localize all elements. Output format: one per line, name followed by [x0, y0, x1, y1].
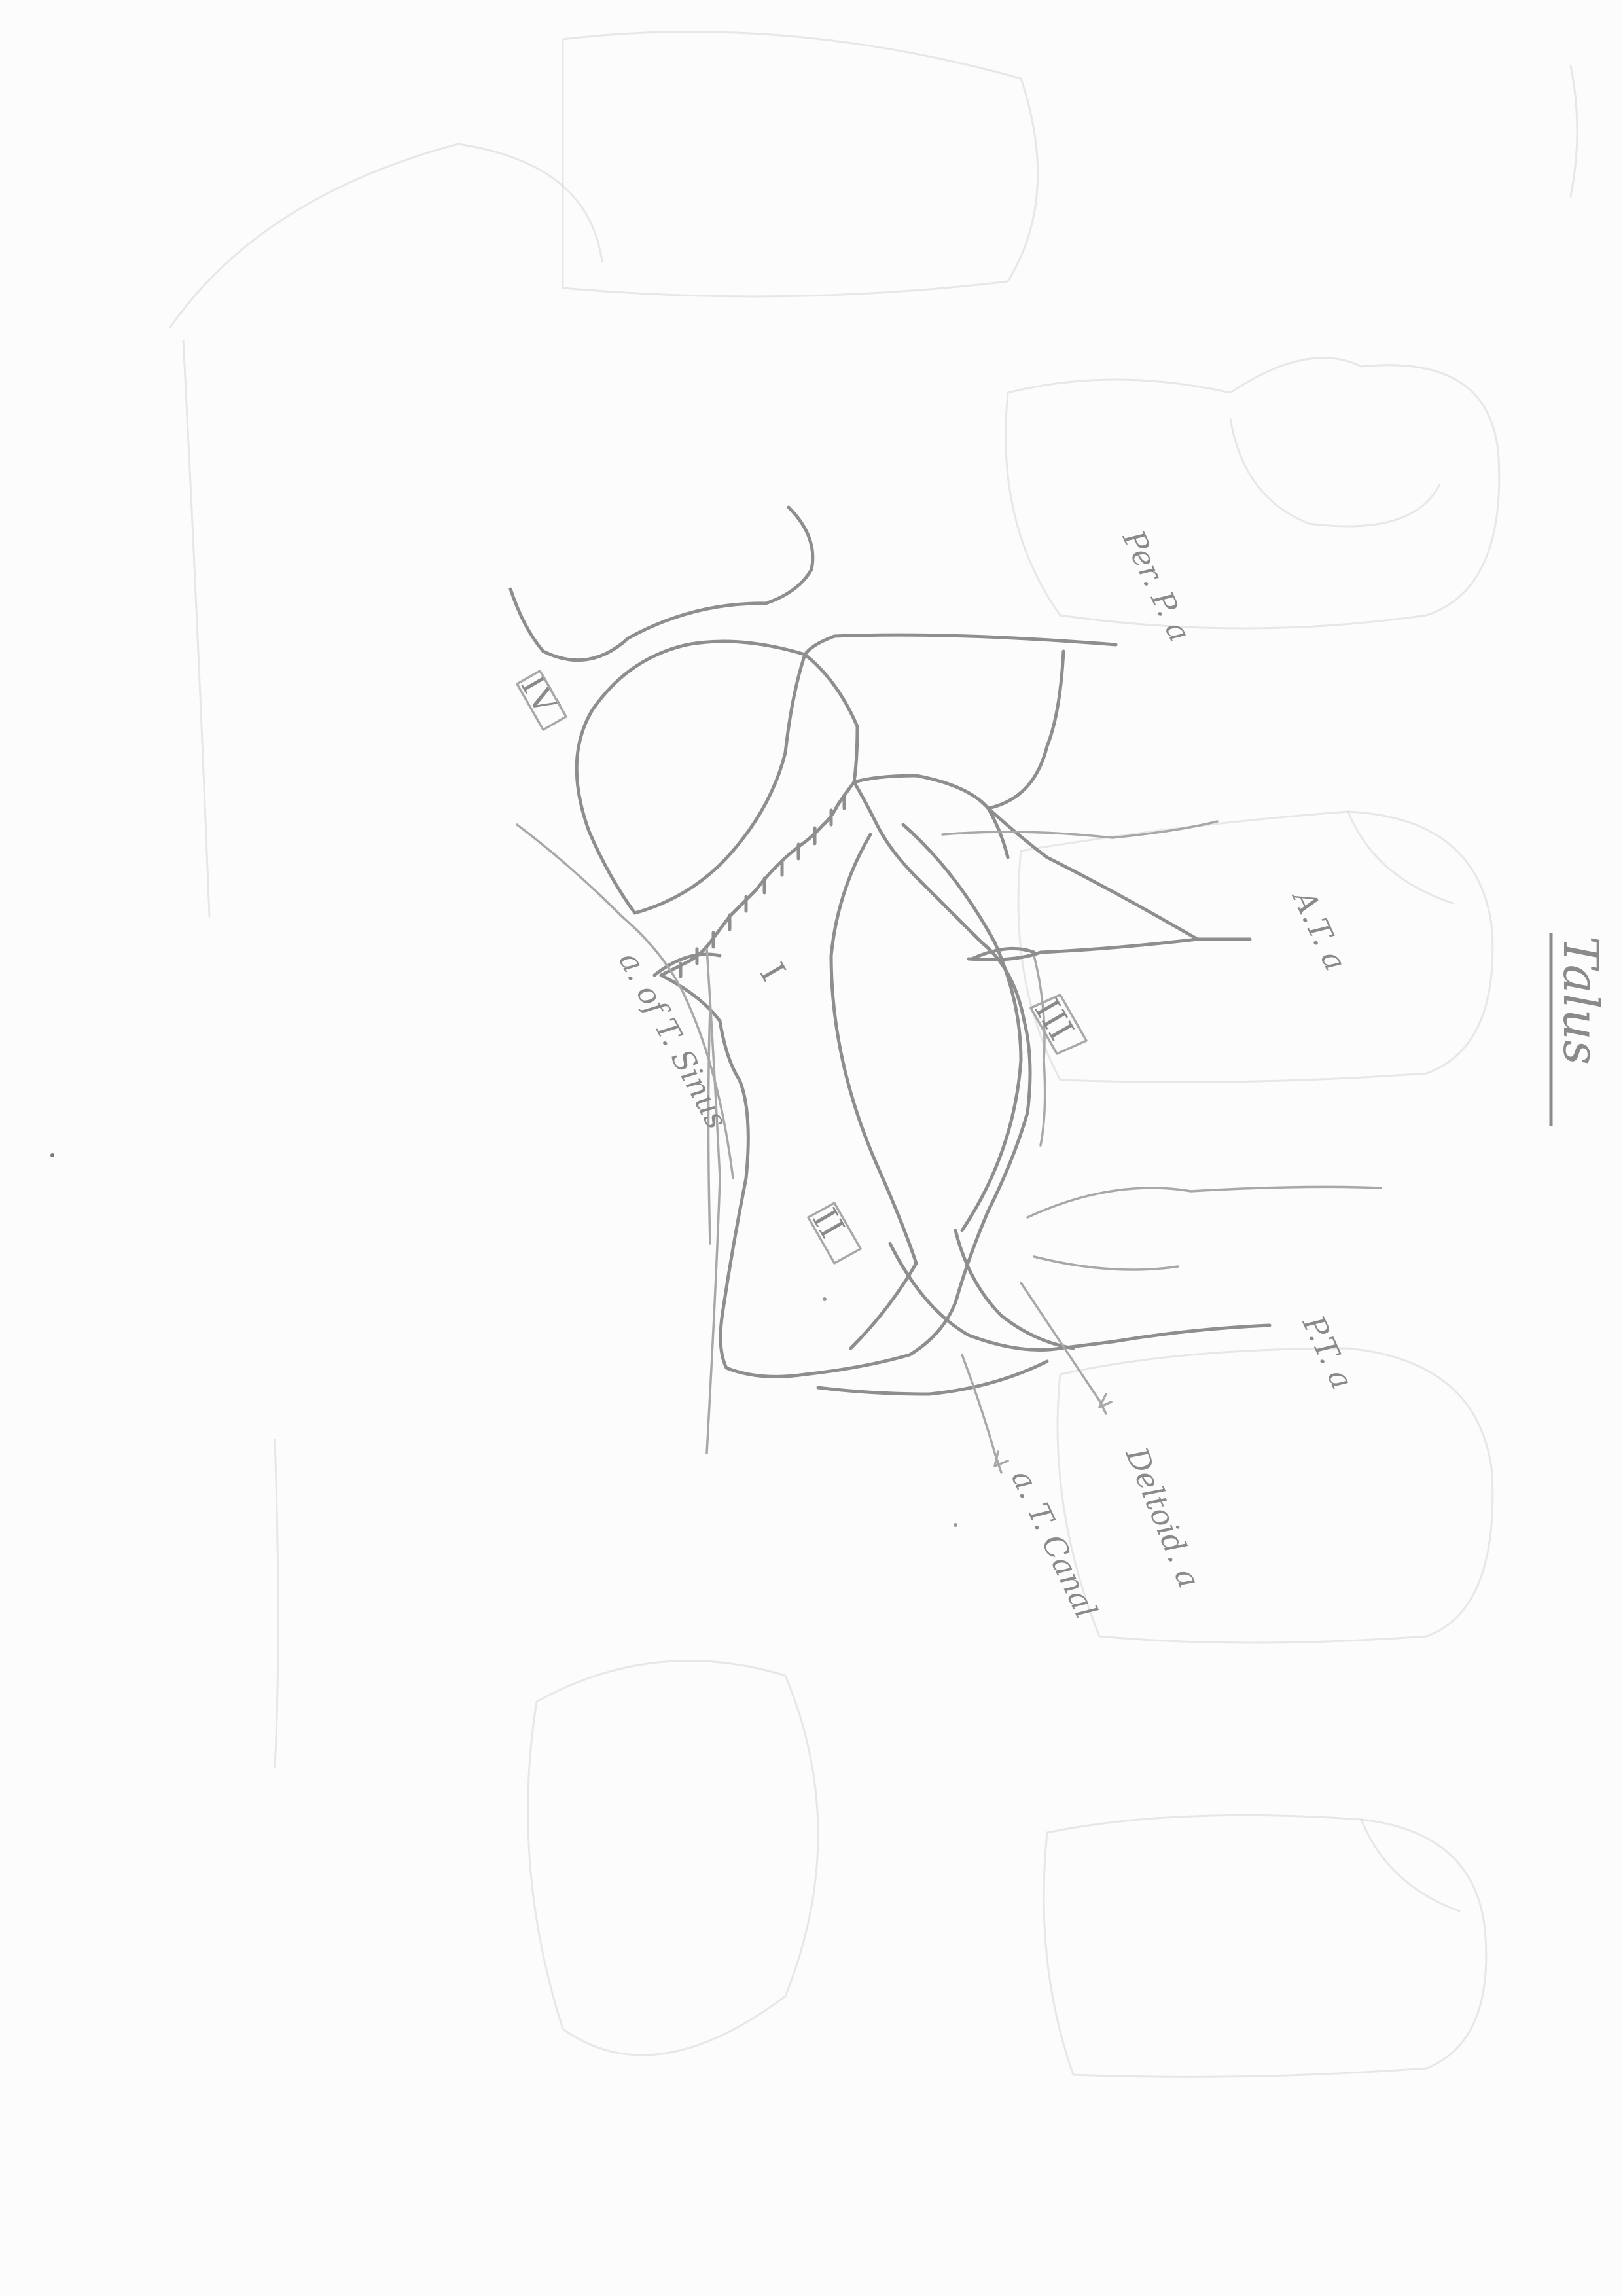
artery-lines [707, 643, 1382, 1474]
numeral-2-box [807, 1202, 862, 1265]
region-numeral-3: III [1027, 993, 1081, 1047]
talus-outline [508, 505, 1118, 1454]
stray-dot [50, 1153, 54, 1157]
region-numeral-4: IV [513, 669, 567, 723]
label-canal-artery: a. T. Canal [1005, 1464, 1104, 1624]
labels: Talus Per. P. a A.T. a P.T. a a. of T. S… [50, 524, 1609, 1624]
region-numeral-1: I [752, 957, 793, 988]
numeral-3-box [1029, 994, 1088, 1055]
label-deltoid-artery: Deltoid. a [1118, 1442, 1207, 1593]
stray-dot [954, 1523, 957, 1527]
label-anterior-tibial-artery: A.T. a [1285, 882, 1353, 976]
label-posterior-tibial-artery: P.T. a [1296, 1310, 1361, 1395]
numeral-4-box [516, 670, 567, 731]
stray-dot [823, 1297, 827, 1301]
show-through-sketches [169, 31, 1578, 2078]
label-peroneal-artery: Per. P. a [1116, 524, 1198, 647]
diagram-title: Talus [1552, 936, 1609, 1065]
